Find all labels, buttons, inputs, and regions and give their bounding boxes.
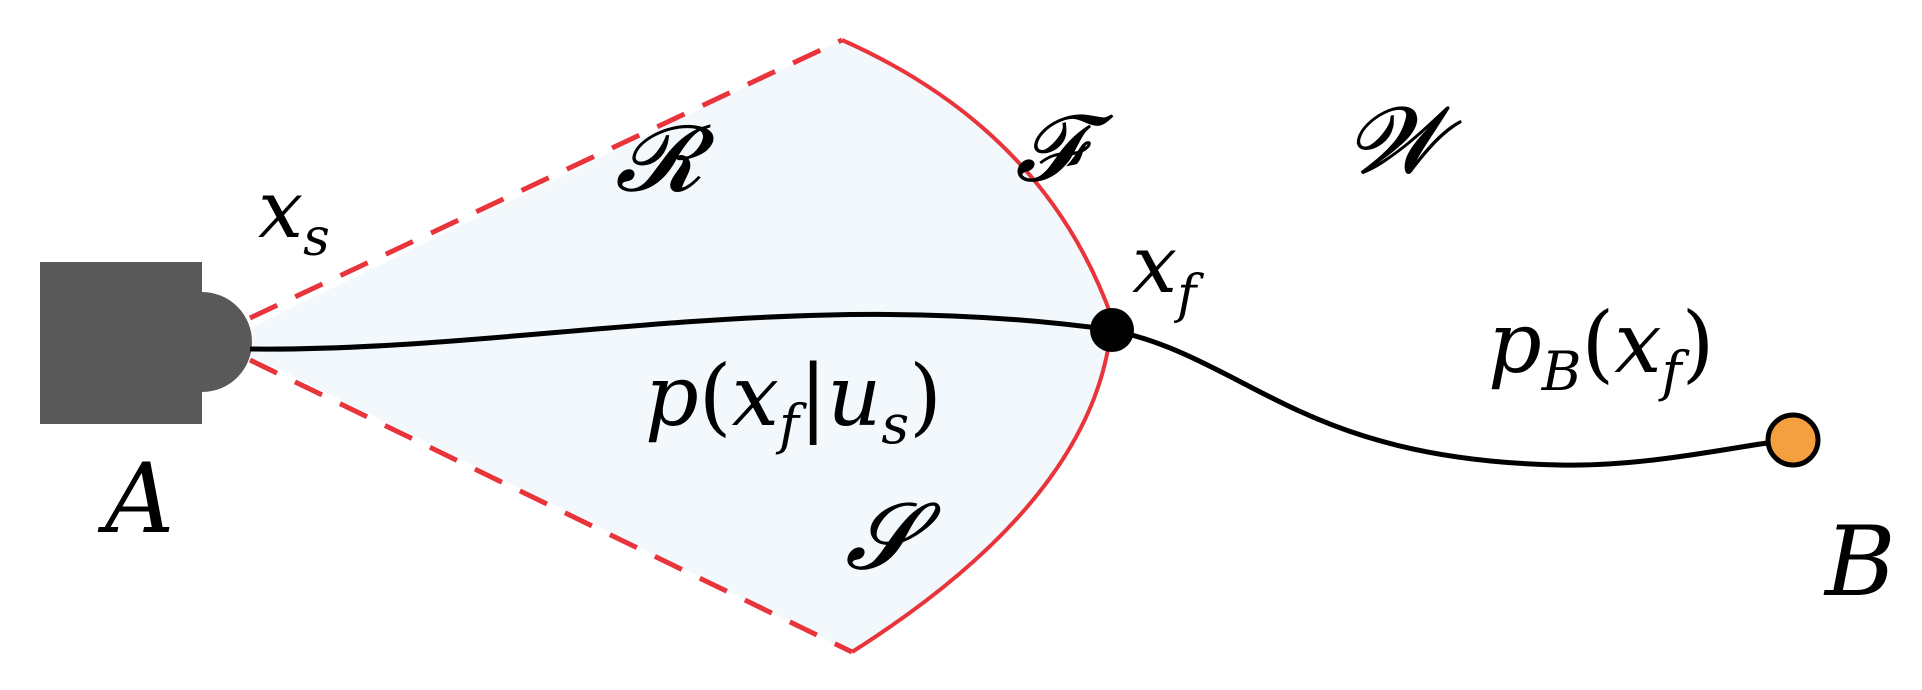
start-state-label: xs — [258, 163, 330, 268]
tp-close: ) — [909, 347, 942, 445]
frontier-set-label: 𝓕 — [1015, 95, 1114, 202]
reachable-set-label: 𝓡 — [615, 105, 716, 212]
tp-p: p — [645, 347, 699, 445]
target-label: B — [1823, 506, 1896, 618]
pb-open: ( — [1581, 294, 1614, 392]
tp-usub: s — [881, 393, 909, 456]
pb-x: x — [1614, 294, 1661, 392]
pb-sub: B — [1541, 340, 1582, 403]
filled-circle-icon — [1090, 308, 1134, 352]
trajectory-to-target — [1111, 327, 1791, 468]
sensor-label: A — [97, 443, 174, 555]
orange-circle-icon — [1765, 412, 1821, 468]
frontier-state-sub: f — [1173, 265, 1204, 325]
trajectory-to-frontier — [249, 311, 1113, 352]
cone-upper-edge — [248, 37, 844, 321]
reachable-region — [250, 40, 1112, 652]
start-state-sub: s — [303, 208, 330, 268]
cone-lower-edge — [248, 357, 854, 655]
tp-bar: | — [799, 347, 827, 445]
target-probability-label: pB(xf) — [1488, 294, 1714, 403]
tp-x: x — [732, 347, 779, 445]
tp-u: u — [827, 347, 881, 445]
pb-close: ) — [1682, 294, 1715, 392]
workspace-label: 𝓦 — [1348, 87, 1462, 194]
frontier-state-label: xf — [1132, 218, 1204, 325]
start-state-base: x — [258, 163, 303, 256]
transition-probability-label: p(xf|us) — [645, 347, 942, 456]
sensor-icon — [40, 262, 252, 424]
pb-p: p — [1488, 294, 1542, 392]
tp-open: ( — [699, 347, 732, 445]
frontier-state-base: x — [1132, 218, 1177, 311]
